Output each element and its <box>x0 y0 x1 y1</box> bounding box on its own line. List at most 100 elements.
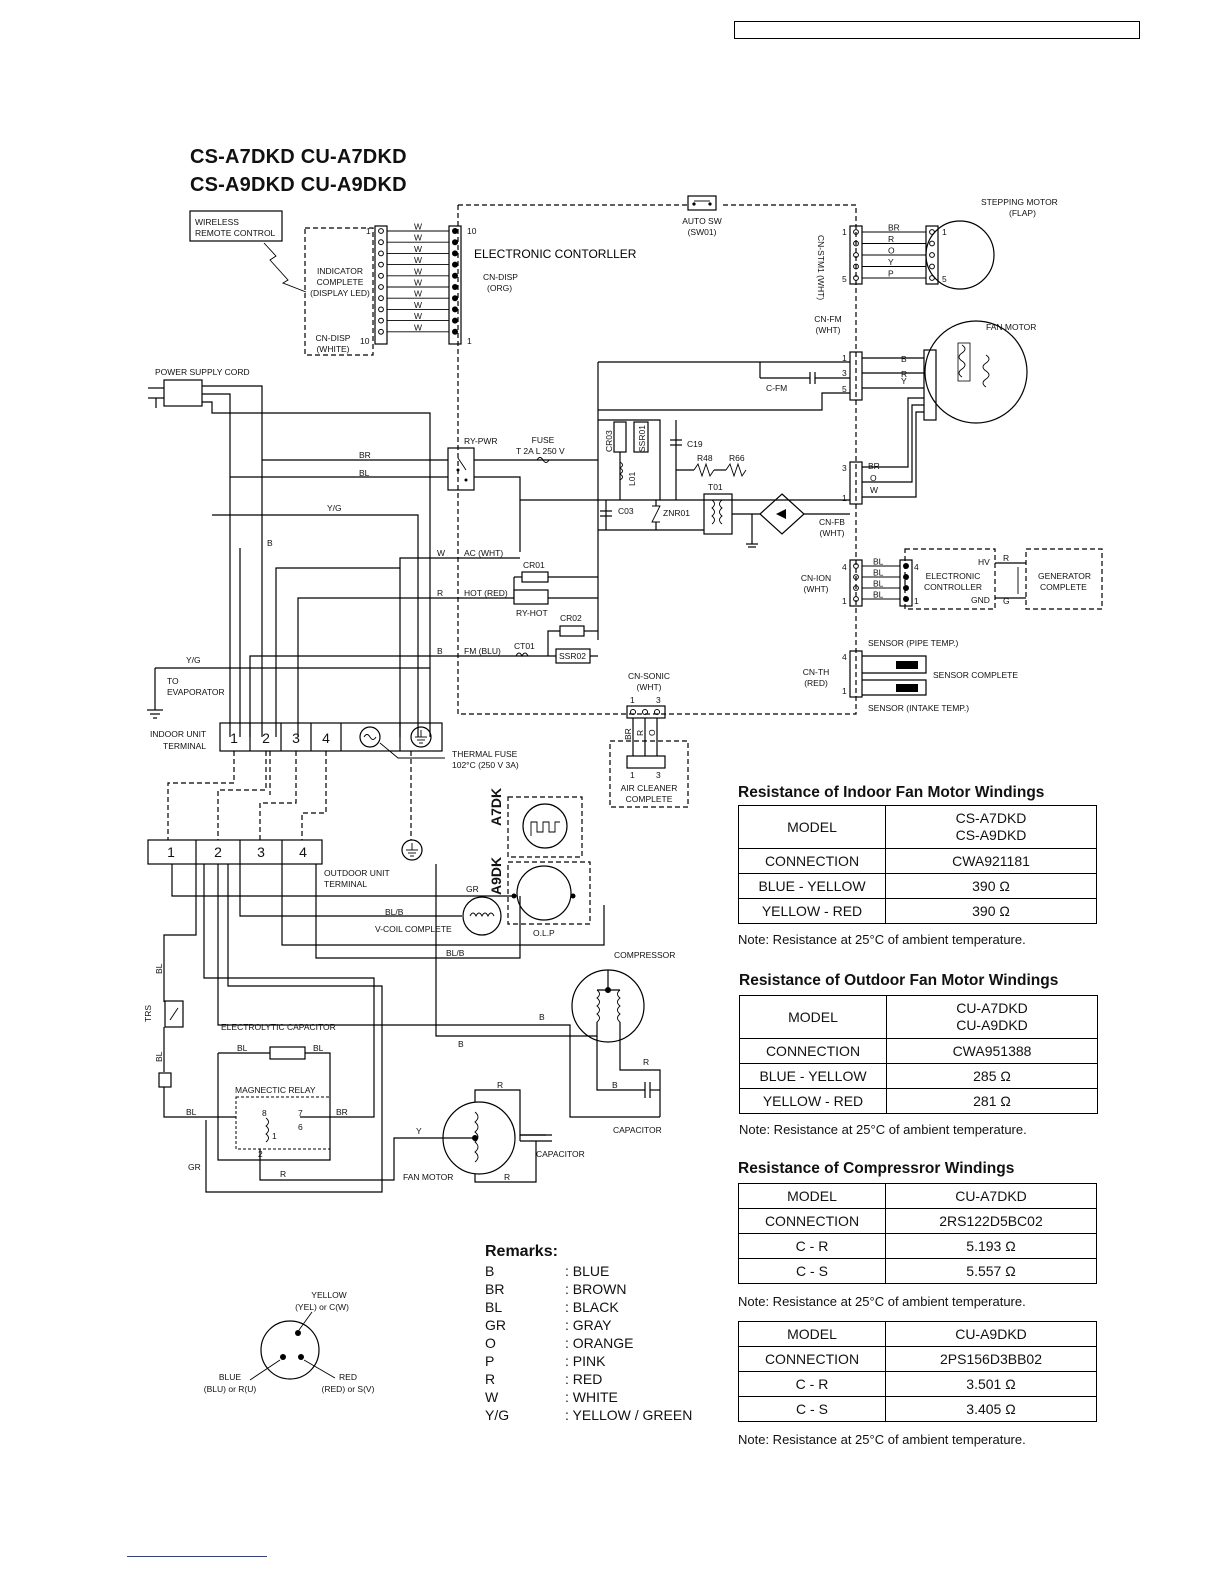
stm-wire-label: BR <box>888 223 900 233</box>
magnetic-relay-box <box>235 1096 331 1150</box>
fan-motor-outdoor-label: FAN MOTOR <box>403 1172 453 1182</box>
disp-pin-r <box>452 306 458 313</box>
vcoil-wire <box>239 864 462 917</box>
cn-fb-label-1: CN-FB <box>819 517 845 527</box>
indoor-ground-icon <box>410 726 432 748</box>
cn-fb-label-2: (WHT) <box>819 528 844 538</box>
disp-pin <box>378 239 384 246</box>
t01-label: T01 <box>708 482 723 492</box>
t4-r3-c2: 3.501 Ω <box>885 1371 1097 1397</box>
cr01-component <box>521 571 549 583</box>
t2-r3-c1: BLUE - YELLOW <box>739 1063 887 1089</box>
stepping-motor-circle <box>925 220 995 290</box>
t3-r4-c2: 5.557 Ω <box>885 1258 1097 1284</box>
relay-r-label: R <box>280 1169 286 1179</box>
ct01-symbol <box>515 652 529 658</box>
a9dk-label: A9DK <box>488 857 504 895</box>
thermal-fuse-label-2: 102°C (250 V 3A) <box>452 760 519 770</box>
remark-item: O: ORANGE <box>485 1334 692 1352</box>
compressor-label: COMPRESSOR <box>614 950 675 960</box>
cn-disp-connector-left <box>374 225 388 345</box>
fb-wire-o-label: O <box>870 473 877 483</box>
table3-note: Note: Resistance at 25°C of ambient temp… <box>738 1294 1026 1309</box>
disp-pin-r <box>452 261 458 268</box>
wireless-remote-label-1: WIRELESS <box>195 217 239 227</box>
t2-r4-c1: YELLOW - RED <box>739 1088 887 1114</box>
yellow-label-1: YELLOW <box>311 1290 346 1300</box>
remark-code: Y/G <box>485 1407 510 1423</box>
outdoor-wire-blb2-label: BL/B <box>446 948 465 958</box>
wireless-remote-box <box>189 210 283 242</box>
a7dk-olp-symbol <box>522 803 568 849</box>
gen-wire-g-label: G <box>1003 596 1010 606</box>
t1-r2-c1: CONNECTION <box>738 848 886 874</box>
power-plug <box>163 379 203 407</box>
olp-label: O.L.P <box>533 928 555 938</box>
sensor-pipe-element <box>896 661 918 669</box>
generator-label-2: COMPLETE <box>1040 582 1087 592</box>
fm-wire-r-label: R <box>901 369 907 379</box>
disp-wire-label: W <box>414 244 422 254</box>
trs-label: TRS <box>143 1005 153 1022</box>
fan-y-label: Y <box>416 1126 422 1136</box>
thermal-fuse-label-1: THERMAL FUSE <box>452 749 518 759</box>
cn-fm-connector <box>849 351 863 401</box>
disp-pin-r <box>452 250 458 257</box>
blue-label-1: BLUE <box>219 1372 242 1382</box>
stm-pin-r <box>929 263 935 270</box>
remark-name: : BLUE <box>565 1263 610 1279</box>
remark-name: : YELLOW / GREEN <box>565 1407 693 1423</box>
disp-pin <box>378 261 384 268</box>
remark-code: R <box>485 1371 496 1387</box>
th-pin-1: 1 <box>842 686 847 696</box>
cr03-component <box>613 421 627 453</box>
compressor-terminal-icon <box>260 1320 320 1380</box>
disp-wire-label: W <box>414 255 422 265</box>
indoor-terminal-3: 3 <box>292 730 300 746</box>
ion-controller-label-1: ELECTRONIC <box>926 571 981 581</box>
cn-ion-label-1: CN-ION <box>801 573 831 583</box>
t4-r2-c2: 2PS156D3BB02 <box>885 1346 1097 1372</box>
remark-code: B <box>485 1263 495 1279</box>
l01-symbol <box>619 461 623 481</box>
cn-fm-label-2: (WHT) <box>815 325 840 335</box>
trs-bl-label-2: BL <box>154 1051 164 1062</box>
t3-r1-c2: CU-A7DKD <box>885 1183 1097 1209</box>
capacitor-b-label: B <box>612 1080 618 1090</box>
t2-r2-c1: CONNECTION <box>739 1038 887 1064</box>
disp-pin <box>378 295 384 302</box>
t2-r2-c2: CWA951388 <box>886 1038 1098 1064</box>
stepping-motor-label-1: STEPPING MOTOR <box>981 197 1058 207</box>
remark-name: : BROWN <box>565 1281 627 1297</box>
sensor-pipe-label: SENSOR (PIPE TEMP.) <box>868 638 959 648</box>
disp-wire-label: W <box>414 278 422 288</box>
stm-pin <box>853 240 859 247</box>
auto-sw-symbol <box>687 195 717 211</box>
ion-pin-4: 4 <box>842 562 847 572</box>
stm-pin <box>853 229 859 235</box>
trs-bl-label-1: BL <box>154 963 164 974</box>
cn-fb-connector <box>849 461 863 505</box>
wireless-signal <box>263 242 307 293</box>
capacitor2-label: CAPACITOR <box>536 1149 585 1159</box>
outdoor-wire-blb1-label: BL/B <box>385 907 404 917</box>
outdoor-terminal-2: 2 <box>214 844 222 860</box>
interunit-wire-1 <box>167 751 235 840</box>
bridge-rectifier <box>759 493 805 535</box>
cn-ion-connector <box>849 559 863 607</box>
ry-pwr-relay <box>447 447 475 491</box>
ecap-bl-label-2: BL <box>313 1043 324 1053</box>
ssr02-label: SSR02 <box>559 651 586 661</box>
t4-r3-c1: C - R <box>738 1371 886 1397</box>
cn-th-label-1: CN-TH <box>803 667 829 677</box>
outdoor-terminal-4: 4 <box>299 844 307 860</box>
stm-pin-5: 5 <box>842 274 847 284</box>
relay-br-label: BR <box>336 1107 348 1117</box>
ry-hot-label: RY-HOT <box>516 608 548 618</box>
disp-pin <box>378 328 384 335</box>
a9dk-olp-symbol <box>516 865 572 921</box>
indoor-terminal-label-1: INDOOR UNIT <box>150 729 206 739</box>
generator-label-1: GENERATOR <box>1038 571 1091 581</box>
cr03-label: CR03 <box>604 430 614 452</box>
